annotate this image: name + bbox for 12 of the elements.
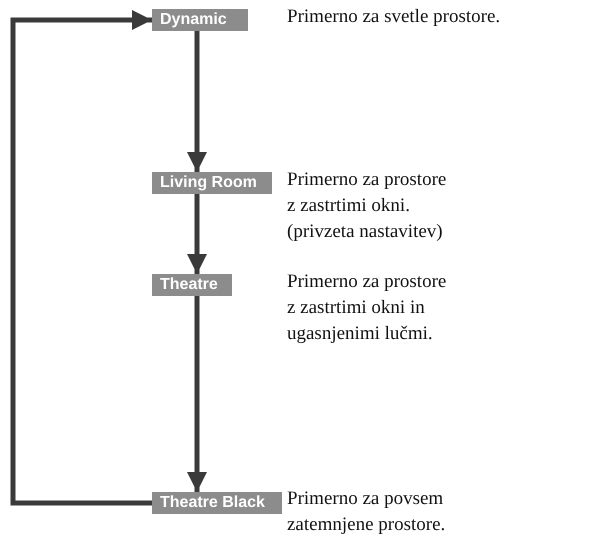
description-text: Primerno za prostore z zastrtimi okni in ugasnjenimi lučmi. [287,270,448,346]
mode-label: Dynamic [152,9,248,31]
description-text: Primerno za svetle prostore. [287,5,502,29]
mode-label: Theatre Black [152,492,282,514]
arrow [187,296,207,492]
arrow [187,194,207,274]
mode-label: Living Room [152,172,272,194]
description-text: Primerno za povsem zatemnjene prostore. [287,487,446,537]
mode-label: Theatre [152,274,232,296]
arrow [187,31,207,172]
description-text: Primerno za prostore z zastrtimi okni. (privzeta nastavitev) [287,168,448,244]
arrow [10,10,152,506]
